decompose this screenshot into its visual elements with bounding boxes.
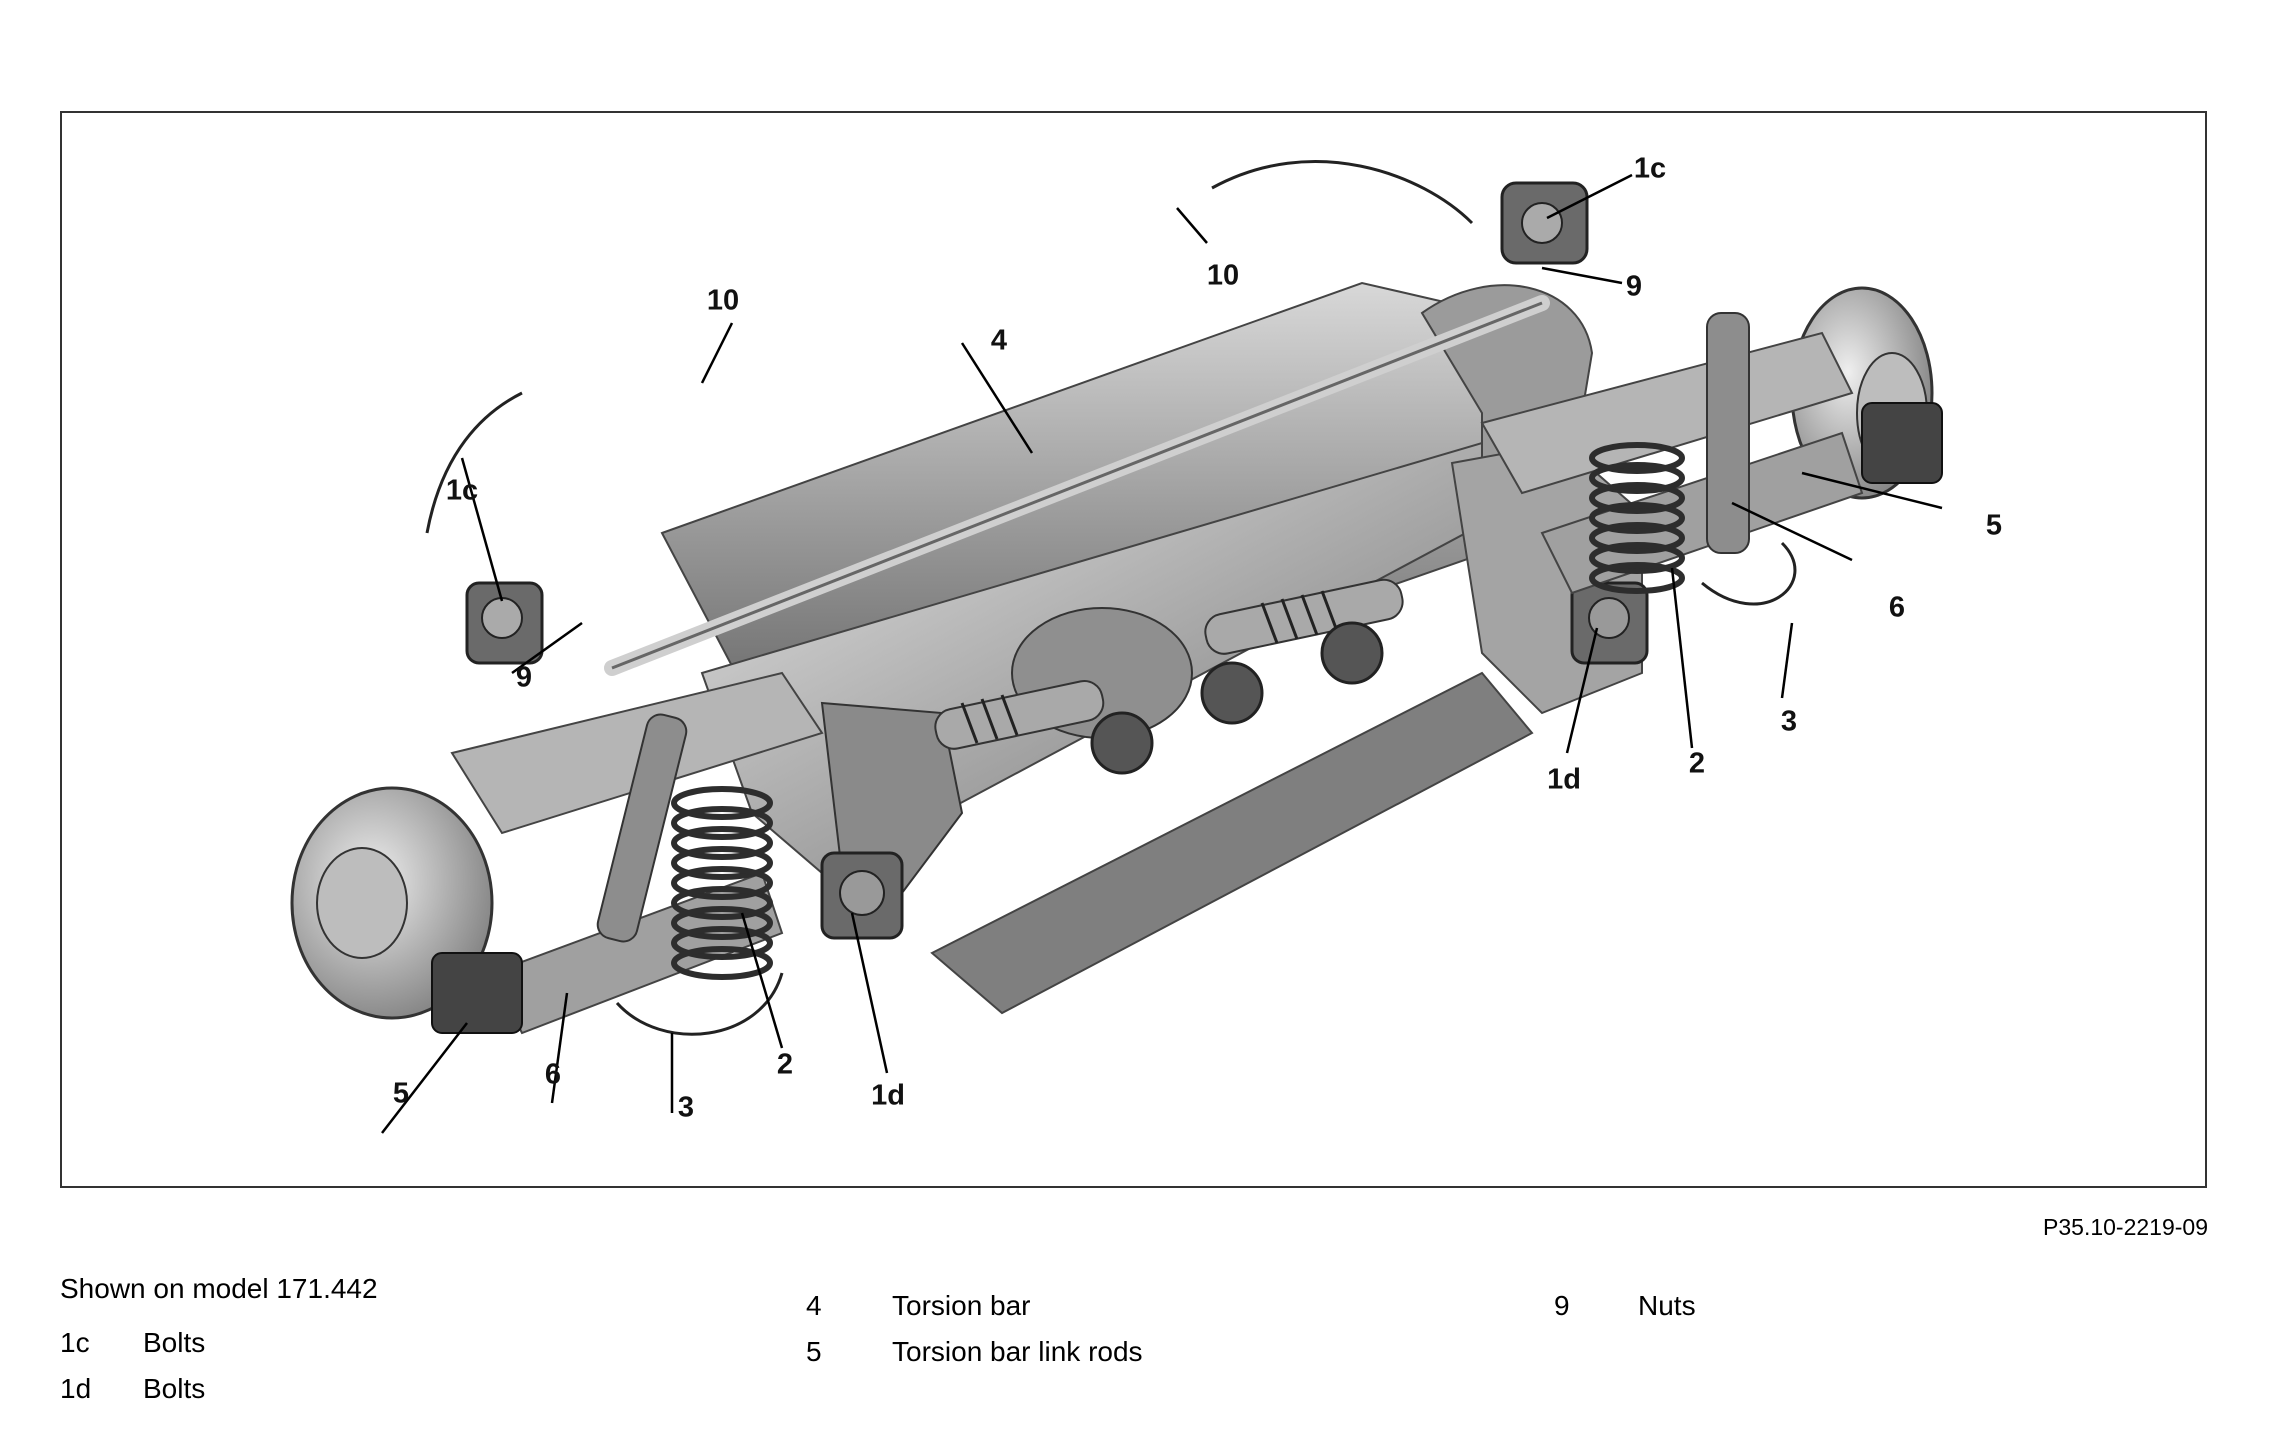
callout-10-left: 10 <box>706 284 740 317</box>
callout-5-left: 5 <box>392 1077 410 1110</box>
bushings <box>465 181 1649 940</box>
callout-1c-left: 1c <box>445 474 479 507</box>
legend-item-text: Torsion bar <box>892 1290 1031 1321</box>
callout-1d-left: 1d <box>871 1079 905 1112</box>
callout-10-right: 10 <box>1206 259 1240 292</box>
legend-item-number: 4 <box>806 1290 822 1321</box>
legend-item-number: 1d <box>60 1373 92 1404</box>
rear-axle-illustration <box>290 160 1943 1134</box>
leader-lines <box>381 173 1943 1134</box>
callout-2-left: 2 <box>776 1048 794 1081</box>
left-coil-spring <box>671 786 773 980</box>
legend-item-text: Bolts <box>143 1327 206 1358</box>
torsion-bar <box>604 295 1550 676</box>
callout-3-left: 3 <box>677 1091 695 1124</box>
callout-4: 4 <box>990 324 1008 357</box>
legend-item-text: Bolts <box>143 1373 206 1404</box>
callout-1c-right: 1c <box>1633 152 1667 185</box>
legend-item-number: 1c <box>60 1327 90 1358</box>
right-coil-spring <box>1589 442 1685 594</box>
legend-caption: Shown on model 171.442 <box>60 1273 378 1304</box>
left-wheel-carrier <box>290 671 824 1035</box>
callout-1d-right: 1d <box>1547 763 1581 796</box>
callout-3-right: 3 <box>1780 705 1798 738</box>
sensor-cables <box>425 160 1797 1036</box>
figure-frame: 1c 1c 1d 1d 2 2 3 3 4 5 5 6 6 9 9 10 10 <box>60 111 2207 1188</box>
callout-6-right: 6 <box>1888 591 1906 624</box>
callout-2-right: 2 <box>1688 747 1706 780</box>
legend-item-text: Torsion bar link rods <box>892 1336 1143 1367</box>
callout-9-right: 9 <box>1625 270 1643 303</box>
figure-code: P35.10-2219-09 <box>2043 1214 2208 1240</box>
callout-9-left: 9 <box>515 661 533 694</box>
legend-item-number: 9 <box>1554 1290 1570 1321</box>
callout-5-right: 5 <box>1985 509 2003 542</box>
differential <box>934 578 1404 750</box>
callout-6-left: 6 <box>544 1058 562 1091</box>
right-wheel-carrier <box>1480 286 1943 595</box>
legend-item-number: 5 <box>806 1336 822 1367</box>
legend-item-text: Nuts <box>1638 1290 1696 1321</box>
